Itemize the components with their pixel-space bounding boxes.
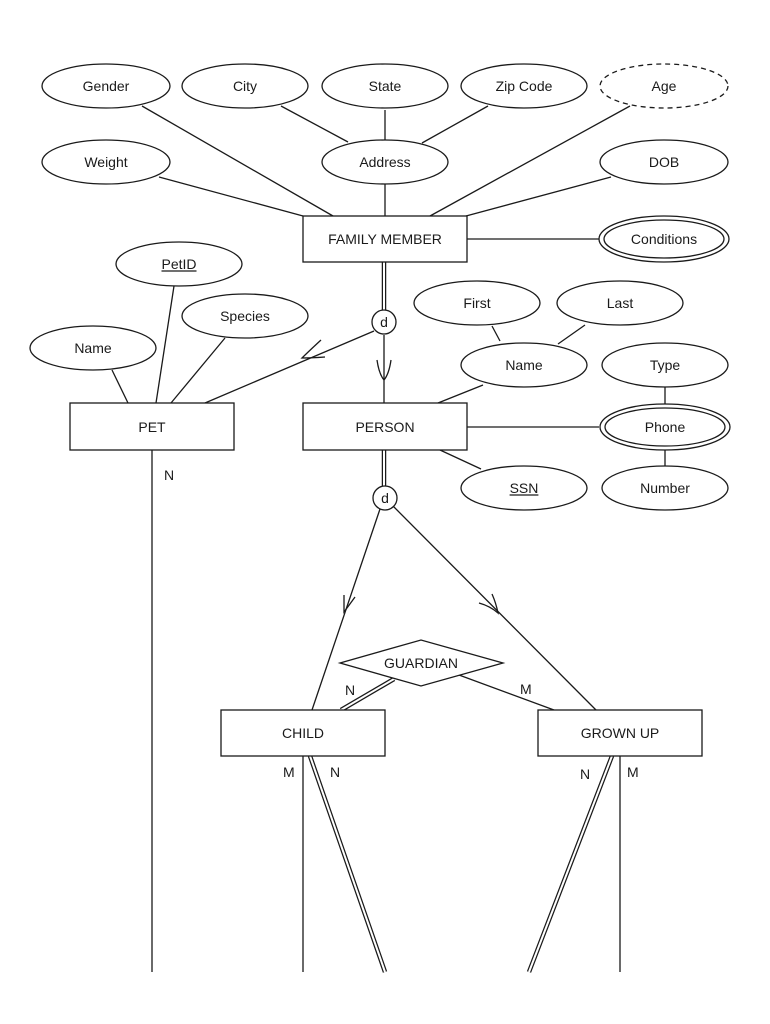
attribute-last[interactable]: Last — [556, 280, 684, 326]
attribute-label: Phone — [645, 419, 686, 435]
entity-label: GROWN UP — [581, 725, 660, 741]
connector-ssn-person — [439, 449, 482, 470]
cardinality-guardian-grownup-m: M — [520, 681, 532, 697]
cardinality-child-n: N — [330, 764, 340, 780]
entity-label: FAMILY MEMBER — [328, 231, 442, 247]
connector-guardian-grown-up — [458, 674, 555, 711]
attribute-label: Name — [74, 340, 112, 356]
attribute-dob[interactable]: DOB — [599, 139, 729, 185]
relationship-label: GUARDIAN — [384, 655, 458, 671]
connector-last-name — [557, 324, 586, 345]
attribute-pet-id-key[interactable]: PetID — [115, 241, 243, 287]
subset-arc-grown-up — [478, 593, 500, 615]
entity-person[interactable]: PERSON — [302, 402, 468, 451]
disjoint-circle-person[interactable]: d — [372, 485, 398, 511]
disjoint-label: d — [380, 314, 388, 330]
connector-d-pet — [204, 330, 375, 404]
attribute-state[interactable]: State — [321, 63, 449, 109]
attribute-phone-multivalued[interactable]: Phone — [599, 403, 731, 451]
attribute-label: Conditions — [631, 231, 697, 247]
attribute-pet-name[interactable]: Name — [29, 325, 157, 371]
attribute-label: Gender — [83, 78, 130, 94]
attribute-label: SSN — [510, 480, 539, 496]
subset-arc-person — [376, 359, 392, 382]
attribute-label: Type — [650, 357, 681, 373]
connector-petid-pet — [155, 285, 175, 404]
entity-label: CHILD — [282, 725, 324, 741]
attribute-number[interactable]: Number — [601, 465, 729, 511]
disjoint-circle-family-member[interactable]: d — [371, 309, 397, 335]
attribute-conditions-multivalued[interactable]: Conditions — [598, 215, 730, 263]
disjoint-label: d — [381, 490, 389, 506]
attribute-label: Name — [505, 357, 543, 373]
attribute-gender[interactable]: Gender — [41, 63, 171, 109]
entity-pet[interactable]: PET — [69, 402, 235, 451]
connector-name-person — [437, 384, 484, 404]
attribute-ssn-key[interactable]: SSN — [460, 465, 588, 511]
cardinality-grownup-n: N — [580, 766, 590, 782]
connector-petname-pet — [111, 369, 129, 404]
attribute-zip-code[interactable]: Zip Code — [460, 63, 588, 109]
connector-weight-family-member — [158, 176, 304, 217]
relationship-guardian[interactable]: GUARDIAN — [337, 639, 506, 687]
attribute-species[interactable]: Species — [181, 293, 309, 339]
attribute-label: Species — [220, 308, 270, 324]
connector-d-grown-up — [392, 505, 597, 711]
entity-label: PERSON — [355, 419, 414, 435]
subset-arc-child — [343, 594, 356, 614]
connectors — [111, 105, 666, 973]
attribute-person-name[interactable]: Name — [460, 342, 588, 388]
cardinality-pet-n: N — [164, 467, 174, 483]
connector-zip-address — [421, 105, 489, 144]
attribute-city[interactable]: City — [181, 63, 309, 109]
cardinality-grownup-m: M — [627, 764, 639, 780]
attribute-first[interactable]: First — [413, 280, 541, 326]
connector-gender-family-member — [141, 105, 334, 217]
attribute-address[interactable]: Address — [321, 139, 449, 185]
entity-grown-up[interactable]: GROWN UP — [537, 709, 703, 757]
subset-arc-pet — [300, 339, 326, 359]
entity-child[interactable]: CHILD — [220, 709, 386, 757]
attribute-type[interactable]: Type — [601, 342, 729, 388]
attribute-label: PetID — [161, 256, 196, 272]
attribute-label: DOB — [649, 154, 679, 170]
cardinality-guardian-child-n: N — [345, 682, 355, 698]
connector-dob-family-member — [465, 176, 612, 217]
connector-first-name — [491, 325, 501, 342]
cardinality-child-m: M — [283, 764, 295, 780]
connector-age-family-member — [429, 105, 631, 217]
attribute-label: Weight — [84, 154, 127, 170]
connector-species-pet — [170, 337, 226, 404]
attribute-weight[interactable]: Weight — [41, 139, 171, 185]
attribute-label: Number — [640, 480, 690, 496]
entity-family-member[interactable]: FAMILY MEMBER — [302, 215, 468, 263]
attribute-label: Age — [652, 78, 677, 94]
attribute-label: Zip Code — [496, 78, 553, 94]
attribute-label: Last — [607, 295, 634, 311]
attribute-label: City — [233, 78, 257, 94]
connector-city-address — [280, 105, 349, 143]
attribute-label: State — [369, 78, 402, 94]
attribute-age-derived[interactable]: Age — [599, 63, 729, 109]
attribute-label: First — [463, 295, 490, 311]
attribute-label: Address — [359, 154, 410, 170]
entity-label: PET — [138, 419, 166, 435]
